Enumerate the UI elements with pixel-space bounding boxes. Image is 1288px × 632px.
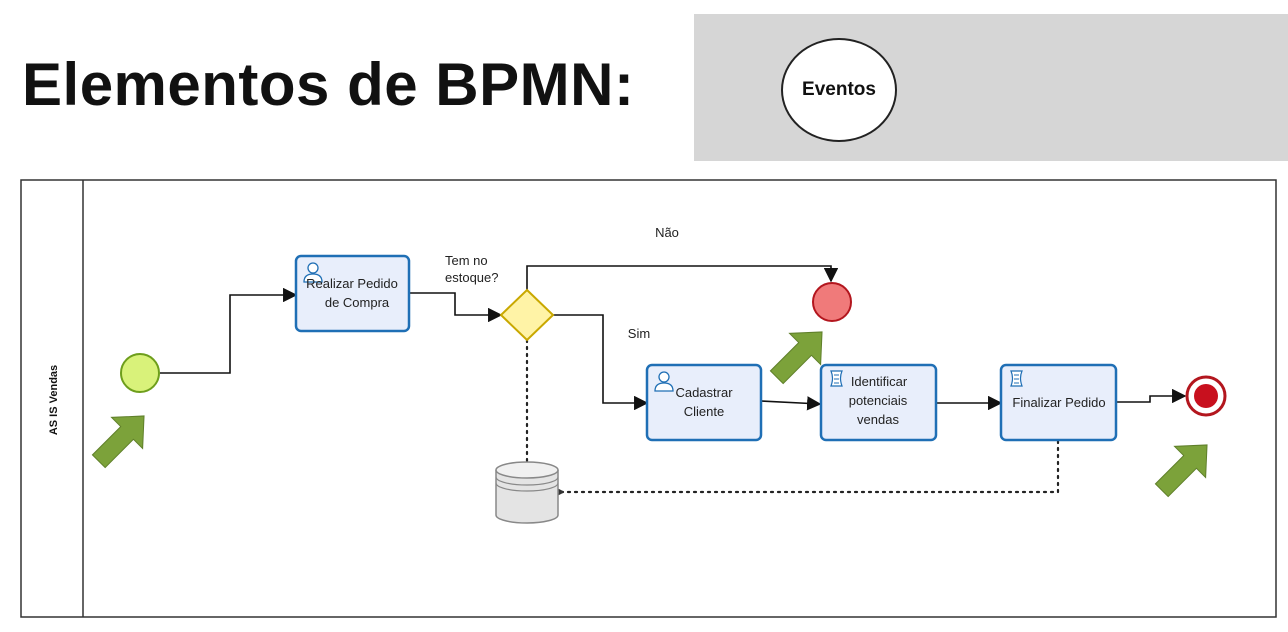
- script-icon: [830, 370, 843, 387]
- task-cadastrar-label-2: Cliente: [684, 404, 724, 419]
- label-nao: Não: [655, 225, 679, 240]
- task-realizar-label-1: Realizar Pedido: [306, 276, 398, 291]
- flow-gateway-sim: [553, 314, 649, 411]
- legend-event-circle: Eventos: [781, 38, 897, 142]
- flow-gateway-nao: [526, 265, 839, 290]
- label-sim: Sim: [628, 326, 650, 341]
- task-realizar-pedido[interactable]: Realizar Pedido de Compra: [294, 254, 411, 333]
- task-identificar-label-2: potenciais: [849, 393, 908, 408]
- association-finalizar-datastore: [562, 439, 1060, 492]
- flow-finalizar-to-end: [1116, 388, 1187, 404]
- task-finalizar-label: Finalizar Pedido: [1012, 395, 1105, 410]
- pointer-arrow-intermediate: [769, 331, 823, 385]
- end-event-core: [1194, 384, 1218, 408]
- task-cadastrar-cliente[interactable]: Cadastrar Cliente: [645, 363, 763, 442]
- task-realizar-label-2: de Compra: [325, 295, 390, 310]
- user-icon: [654, 371, 674, 392]
- task-finalizar-pedido[interactable]: Finalizar Pedido: [999, 363, 1118, 442]
- flow-start-to-realizar: [160, 287, 298, 374]
- task-identificar-label-3: vendas: [857, 412, 899, 427]
- flow-realizar-to-gateway: [409, 292, 503, 323]
- pointer-arrow-start: [91, 415, 145, 469]
- lane-label: AS IS Vendas: [48, 365, 60, 435]
- flow-cadastrar-to-identificar: [760, 396, 822, 411]
- page-title: Elementos de BPMN:: [22, 51, 635, 118]
- task-identificar-label-1: Identificar: [851, 374, 908, 389]
- data-store: [495, 461, 559, 524]
- legend-event-label: Eventos: [802, 79, 876, 100]
- user-icon: [303, 262, 323, 283]
- pointer-arrow-end: [1154, 444, 1208, 498]
- task-cadastrar-label-1: Cadastrar: [675, 385, 733, 400]
- gateway-question-2: estoque?: [445, 270, 499, 285]
- gateway-question-1: Tem no: [445, 253, 488, 268]
- exclusive-gateway: [499, 288, 555, 342]
- intermediate-event: [812, 282, 852, 322]
- task-identificar-vendas[interactable]: Identificar potenciais vendas: [819, 363, 938, 442]
- start-event: [120, 353, 160, 393]
- script-icon: [1010, 370, 1023, 387]
